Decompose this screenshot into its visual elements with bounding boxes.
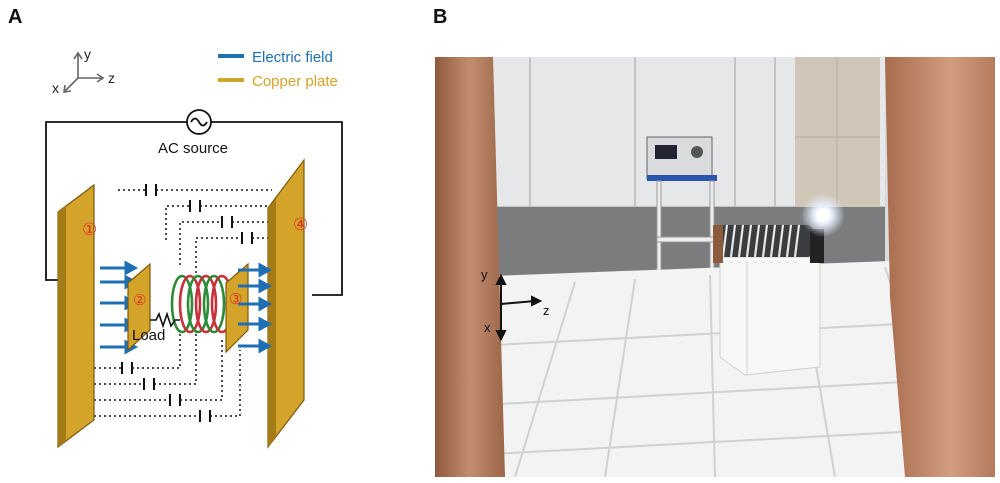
electric-field-arrows-right xyxy=(238,262,273,354)
copper-plate-1 xyxy=(57,183,95,449)
axes-icon xyxy=(63,51,105,93)
capacitor-symbols xyxy=(121,184,253,422)
bulb-icon xyxy=(816,208,830,222)
legend-field-label: Electric field xyxy=(252,49,333,66)
copper-plate-3 xyxy=(225,262,249,354)
ac-source-label: AC source xyxy=(158,140,228,157)
load-label: Load xyxy=(132,327,165,344)
legend-copper-label: Copper plate xyxy=(252,73,338,90)
copper-plate-4 xyxy=(267,158,305,449)
coil-photo-icon xyxy=(713,224,824,263)
axis-y-label: y xyxy=(84,46,91,62)
plate-number-4: ④ xyxy=(293,215,308,234)
copper-plate-2 xyxy=(127,262,151,352)
axis-z-label: z xyxy=(108,70,115,86)
panel-b-label: B xyxy=(433,6,448,28)
schematic-diagram: y z x Electric field Copper plate AC sou… xyxy=(45,46,343,449)
plate-number-2: ② xyxy=(133,292,146,309)
photo-axis-z: z xyxy=(543,303,550,318)
load-resistor-icon xyxy=(150,311,180,329)
panel-a-label: A xyxy=(8,6,23,28)
copper-wall-right xyxy=(885,57,995,477)
plate-number-1: ① xyxy=(82,220,97,239)
coil-icon xyxy=(170,274,234,334)
coil-stand xyxy=(719,256,821,376)
capacitor-network xyxy=(94,189,272,417)
tile-floor xyxy=(435,257,995,477)
plate-number-3: ③ xyxy=(229,291,242,308)
photo-axis-y: y xyxy=(481,267,488,282)
photo-axes-icon xyxy=(495,273,543,342)
photo-axis-x: x xyxy=(484,320,491,335)
copper-wall-left xyxy=(435,57,505,477)
axis-x-label: x xyxy=(52,80,59,96)
experiment-photo: y z x xyxy=(435,57,995,477)
